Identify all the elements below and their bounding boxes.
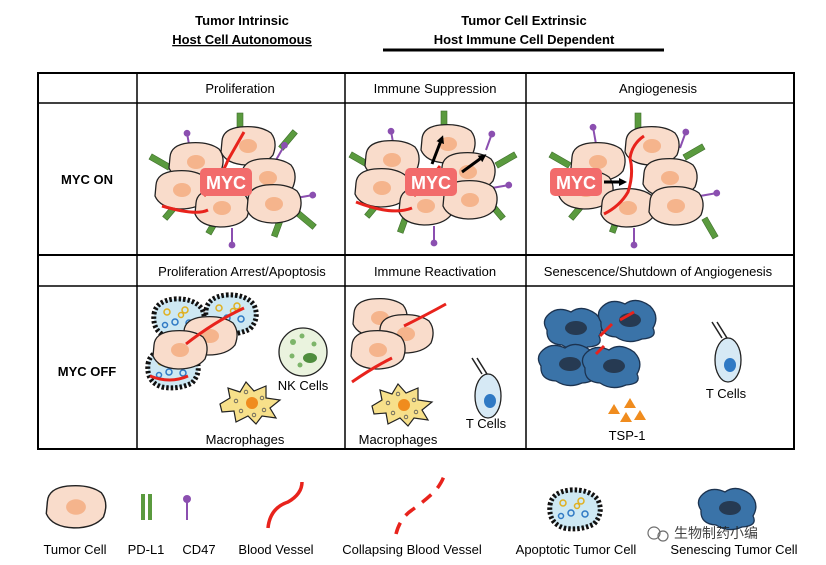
panel-off-proliferation-arrest: NK Cells Macrophages [148, 295, 329, 447]
panel-off-immune-reactivation: Macrophages T Cells [350, 297, 507, 447]
legend-cd47-icon [183, 495, 191, 520]
t-cell-icon-1 [471, 357, 502, 419]
table-grid [37, 72, 795, 450]
header-extrinsic-line1: Tumor Cell Extrinsic [461, 13, 586, 28]
label-t-cells-2: T Cells [706, 386, 747, 401]
macrophage-icon-2 [371, 383, 433, 427]
caption-senescence: Senescence/Shutdown of Angiogenesis [544, 264, 773, 279]
t-cell-icon-2 [711, 321, 742, 383]
panel-on-proliferation: MYC [148, 112, 318, 250]
row-label-myc-off: MYC OFF [58, 364, 117, 379]
header-extrinsic-line2: Host Immune Cell Dependent [434, 32, 615, 47]
legend-blood-vessel-icon [266, 481, 304, 529]
legend-label-senescing-cell: Senescing Tumor Cell [670, 542, 797, 557]
legend-label-tumor-cell: Tumor Cell [43, 542, 106, 557]
legend-senescing-cell-icon [697, 487, 757, 531]
caption-immune-reactivation: Immune Reactivation [374, 264, 496, 279]
myc-badge-2: MYC [411, 173, 451, 193]
legend-apoptotic-cell-icon [550, 490, 600, 529]
caption-immune-suppression: Immune Suppression [374, 81, 497, 96]
legend-label-blood-vessel: Blood Vessel [238, 542, 313, 557]
wechat-icon [647, 526, 661, 540]
header-intrinsic-line2: Host Cell Autonomous [172, 32, 312, 47]
myc-badge-3: MYC [556, 173, 596, 193]
panel-on-angiogenesis: MYC [548, 112, 722, 250]
legend-label-cd47: CD47 [182, 542, 215, 557]
watermark: 生物制药小编 [647, 526, 758, 542]
legend-tumor-cell-icon [45, 484, 107, 529]
legend-label-collapsing-vessel: Collapsing Blood Vessel [342, 542, 482, 557]
caption-angiogenesis: Angiogenesis [619, 81, 698, 96]
panel-off-senescence: T Cells TSP-1 [537, 299, 747, 443]
label-macrophages-2: Macrophages [359, 432, 438, 447]
macrophage-icon [219, 381, 281, 425]
row-label-myc-on: MYC ON [61, 172, 113, 187]
legend-label-apoptotic-cell: Apoptotic Tumor Cell [516, 542, 637, 557]
label-t-cells-1: T Cells [466, 416, 507, 431]
legend-collapsing-vessel-icon [394, 475, 446, 535]
header-intrinsic-line1: Tumor Intrinsic [195, 13, 289, 28]
panel-on-immune-suppression: MYC [348, 110, 518, 248]
myc-badge-1: MYC [206, 173, 246, 193]
legend-pdl1-icon [141, 494, 145, 520]
watermark-text: 生物制药小编 [674, 526, 758, 542]
label-nk-cells: NK Cells [278, 378, 329, 393]
caption-proliferation-arrest: Proliferation Arrest/Apoptosis [158, 264, 326, 279]
label-tsp1: TSP-1 [609, 428, 646, 443]
legend-label-pdl1: PD-L1 [128, 542, 165, 557]
caption-proliferation: Proliferation [205, 81, 274, 96]
label-macrophages-1: Macrophages [206, 432, 285, 447]
legend: Tumor Cell PD-L1 CD47 Blood Vessel Colla… [43, 475, 798, 557]
